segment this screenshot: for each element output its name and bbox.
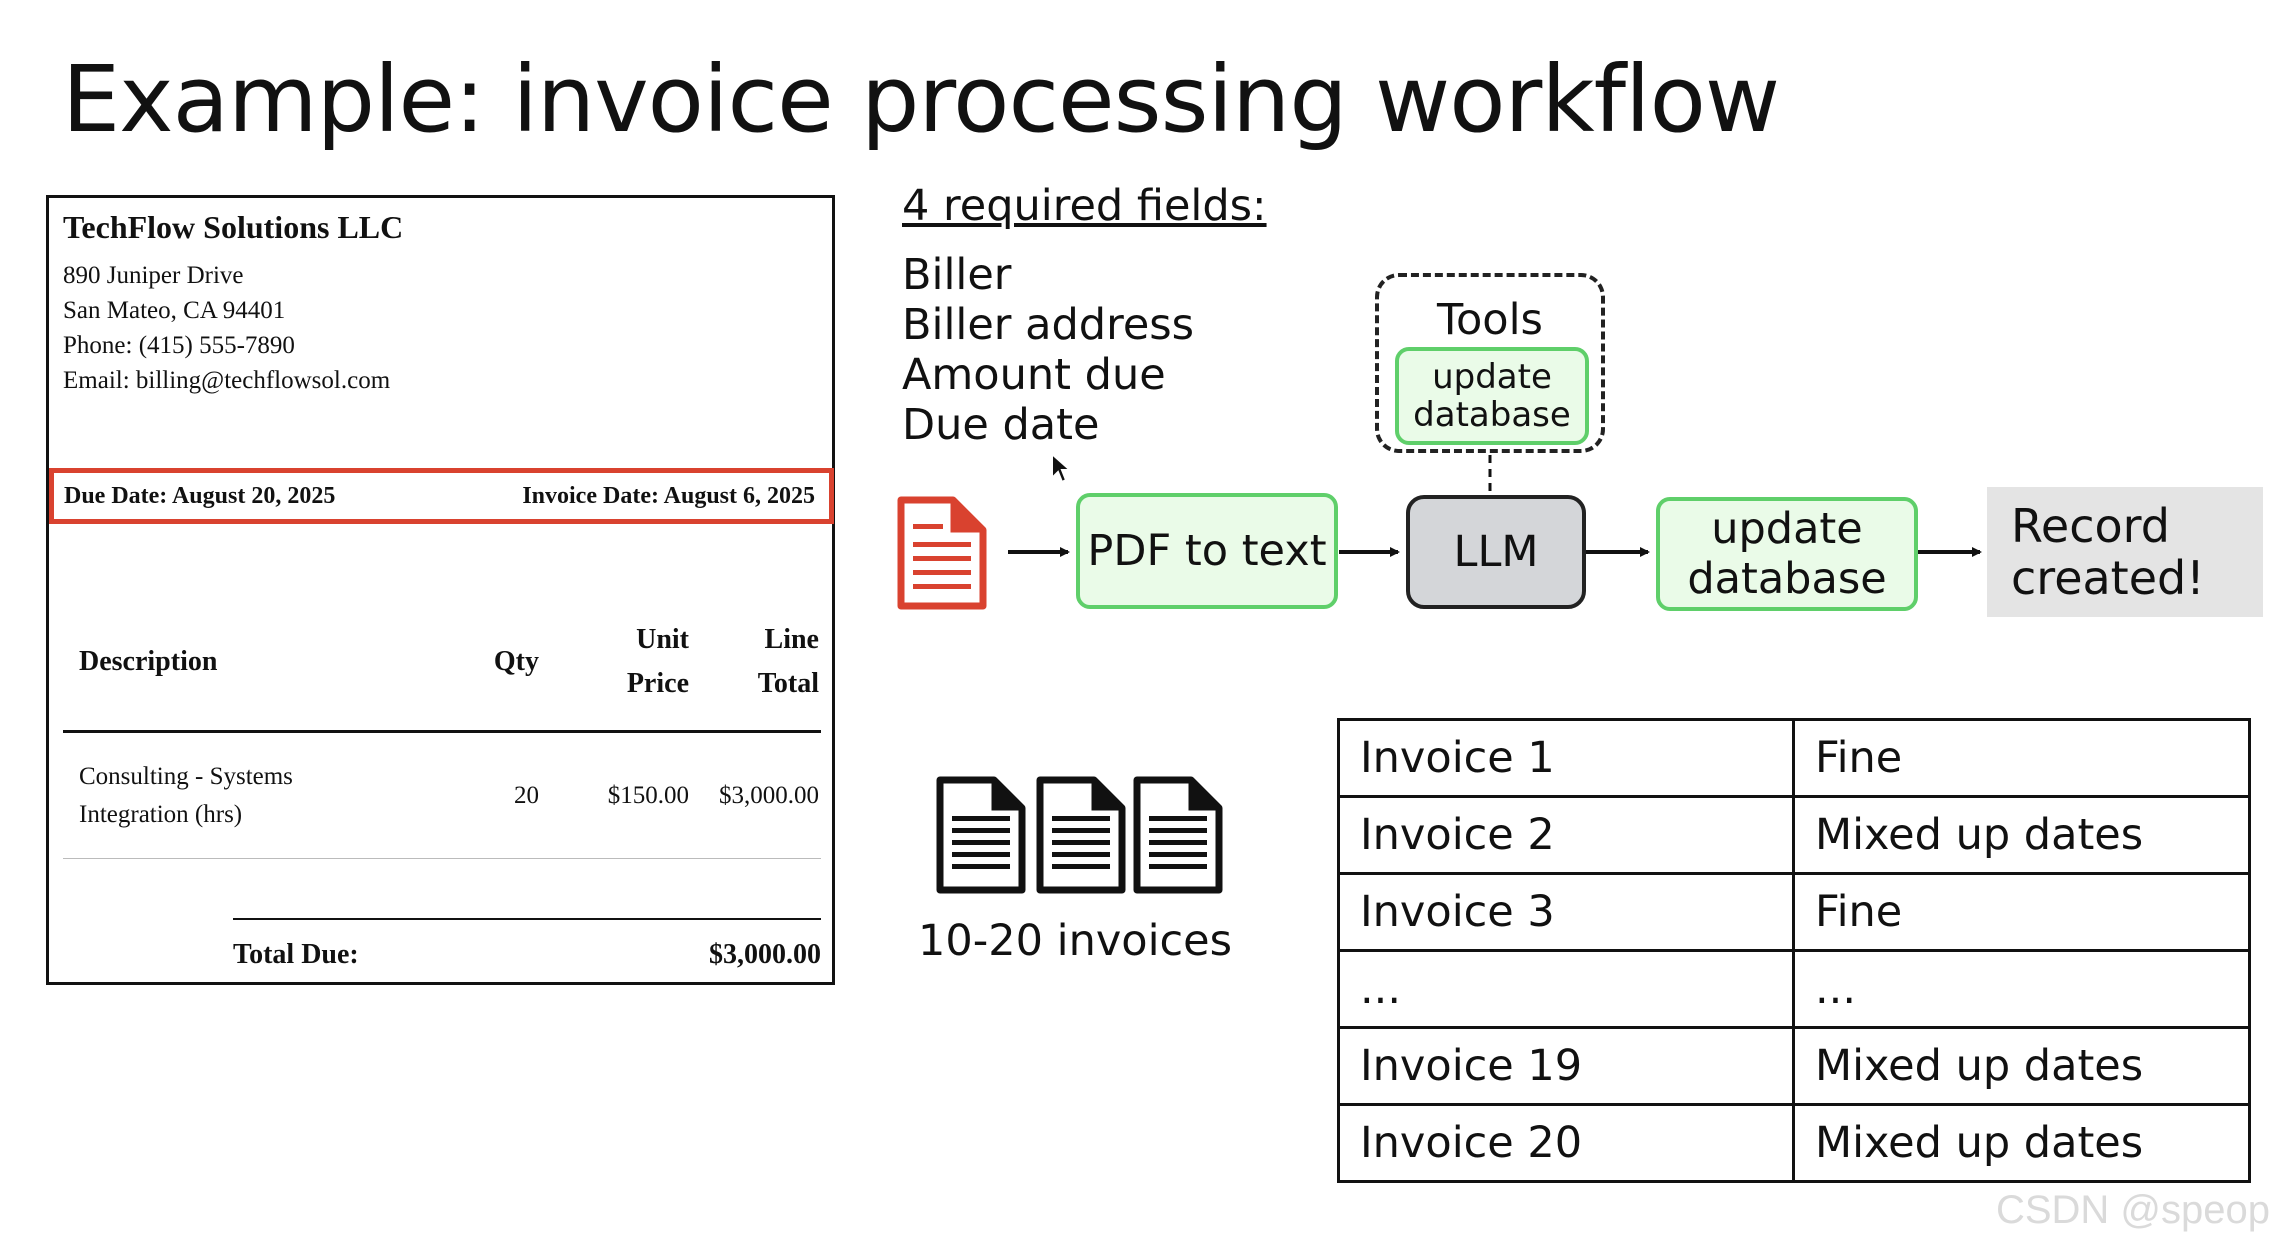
col-line-total-line2: Total xyxy=(757,668,819,699)
update-database-line2: database xyxy=(1687,554,1887,604)
row-rule xyxy=(63,858,821,859)
record-line2: created! xyxy=(2011,551,2205,605)
update-database-step: update database xyxy=(1656,497,1918,611)
invoice-company-name: TechFlow Solutions LLC xyxy=(63,209,404,245)
slide-title: Example: invoice processing workflow xyxy=(62,46,1780,153)
invoice-name-cell: Invoice 19 xyxy=(1337,1026,1795,1106)
col-unit-price-line1: Unit xyxy=(636,624,689,655)
item-desc-line2: Integration (hrs) xyxy=(79,801,243,828)
watermark: CSDN @speop xyxy=(1995,1188,2270,1232)
item-unit-price: $150.00 xyxy=(607,782,689,809)
tools-group: Tools update database xyxy=(1375,273,1605,453)
col-unit-price-line2: Price xyxy=(626,668,689,699)
invoice-name-cell: Invoice 3 xyxy=(1337,872,1795,952)
invoice-status-cell: Mixed up dates xyxy=(1792,795,2251,875)
pdf-document-icon xyxy=(897,496,987,610)
document-icon xyxy=(1133,776,1223,894)
invoice-documents-icon xyxy=(936,776,1223,894)
total-rule xyxy=(233,918,821,920)
update-database-line1: update xyxy=(1711,504,1863,554)
total-value: $3,000.00 xyxy=(709,939,821,970)
invoice-date: Invoice Date: August 6, 2025 xyxy=(522,483,815,509)
dates-highlight-box: Due Date: August 20, 2025 Invoice Date: … xyxy=(49,468,834,524)
total-label: Total Due: xyxy=(233,939,359,970)
invoice-name-cell: Invoice 20 xyxy=(1337,1103,1795,1183)
due-date: Due Date: August 20, 2025 xyxy=(64,483,336,509)
address-line: Phone: (415) 555-7890 xyxy=(63,332,295,359)
invoice-document: TechFlow Solutions LLC 890 Juniper Drive… xyxy=(46,195,835,985)
invoice-status-cell: Fine xyxy=(1792,718,2251,798)
document-icon xyxy=(1036,776,1126,894)
item-qty: 20 xyxy=(514,782,539,809)
mouse-cursor-icon xyxy=(1051,452,1072,484)
table-row: ...... xyxy=(1337,949,2251,1029)
invoice-name-cell: Invoice 1 xyxy=(1337,718,1795,798)
invoice-count-label: 10-20 invoices xyxy=(918,916,1233,966)
record-created-result: Record created! xyxy=(1987,487,2263,617)
required-fields-heading: 4 required fields: xyxy=(902,181,1267,231)
header-rule xyxy=(63,730,821,733)
llm-step: LLM xyxy=(1406,495,1586,609)
field-item: Due date xyxy=(902,400,1100,450)
address-line: Email: billing@techflowsol.com xyxy=(63,367,391,394)
field-item: Biller address xyxy=(902,300,1195,350)
tool-line1: update xyxy=(1432,357,1552,397)
pdf-to-text-step: PDF to text xyxy=(1076,493,1338,609)
invoice-name-cell: Invoice 2 xyxy=(1337,795,1795,875)
col-qty: Qty xyxy=(493,646,539,677)
field-item: Biller xyxy=(902,250,1012,300)
tools-title: Tools xyxy=(1437,295,1543,345)
item-line-total: $3,000.00 xyxy=(719,782,819,809)
required-fields-list: Biller Biller address Amount due Due dat… xyxy=(902,250,1194,450)
tool-update-database: update database xyxy=(1395,347,1589,445)
address-line: San Mateo, CA 94401 xyxy=(63,297,286,324)
invoice-status-cell: ... xyxy=(1792,949,2251,1029)
col-line-total-line1: Line xyxy=(764,624,819,655)
tool-line2: database xyxy=(1413,395,1571,435)
item-desc-line1: Consulting - Systems xyxy=(79,763,293,790)
document-icon xyxy=(936,776,1026,894)
col-description: Description xyxy=(79,646,218,677)
invoice-address: 890 Juniper Drive San Mateo, CA 94401 Ph… xyxy=(63,258,390,398)
invoice-status-cell: Mixed up dates xyxy=(1792,1026,2251,1106)
field-item: Amount due xyxy=(902,350,1166,400)
address-line: 890 Juniper Drive xyxy=(63,262,244,289)
invoice-name-cell: ... xyxy=(1337,949,1795,1029)
invoice-status-cell: Fine xyxy=(1792,872,2251,952)
record-line1: Record xyxy=(2011,499,2170,553)
invoice-status-cell: Mixed up dates xyxy=(1792,1103,2251,1183)
